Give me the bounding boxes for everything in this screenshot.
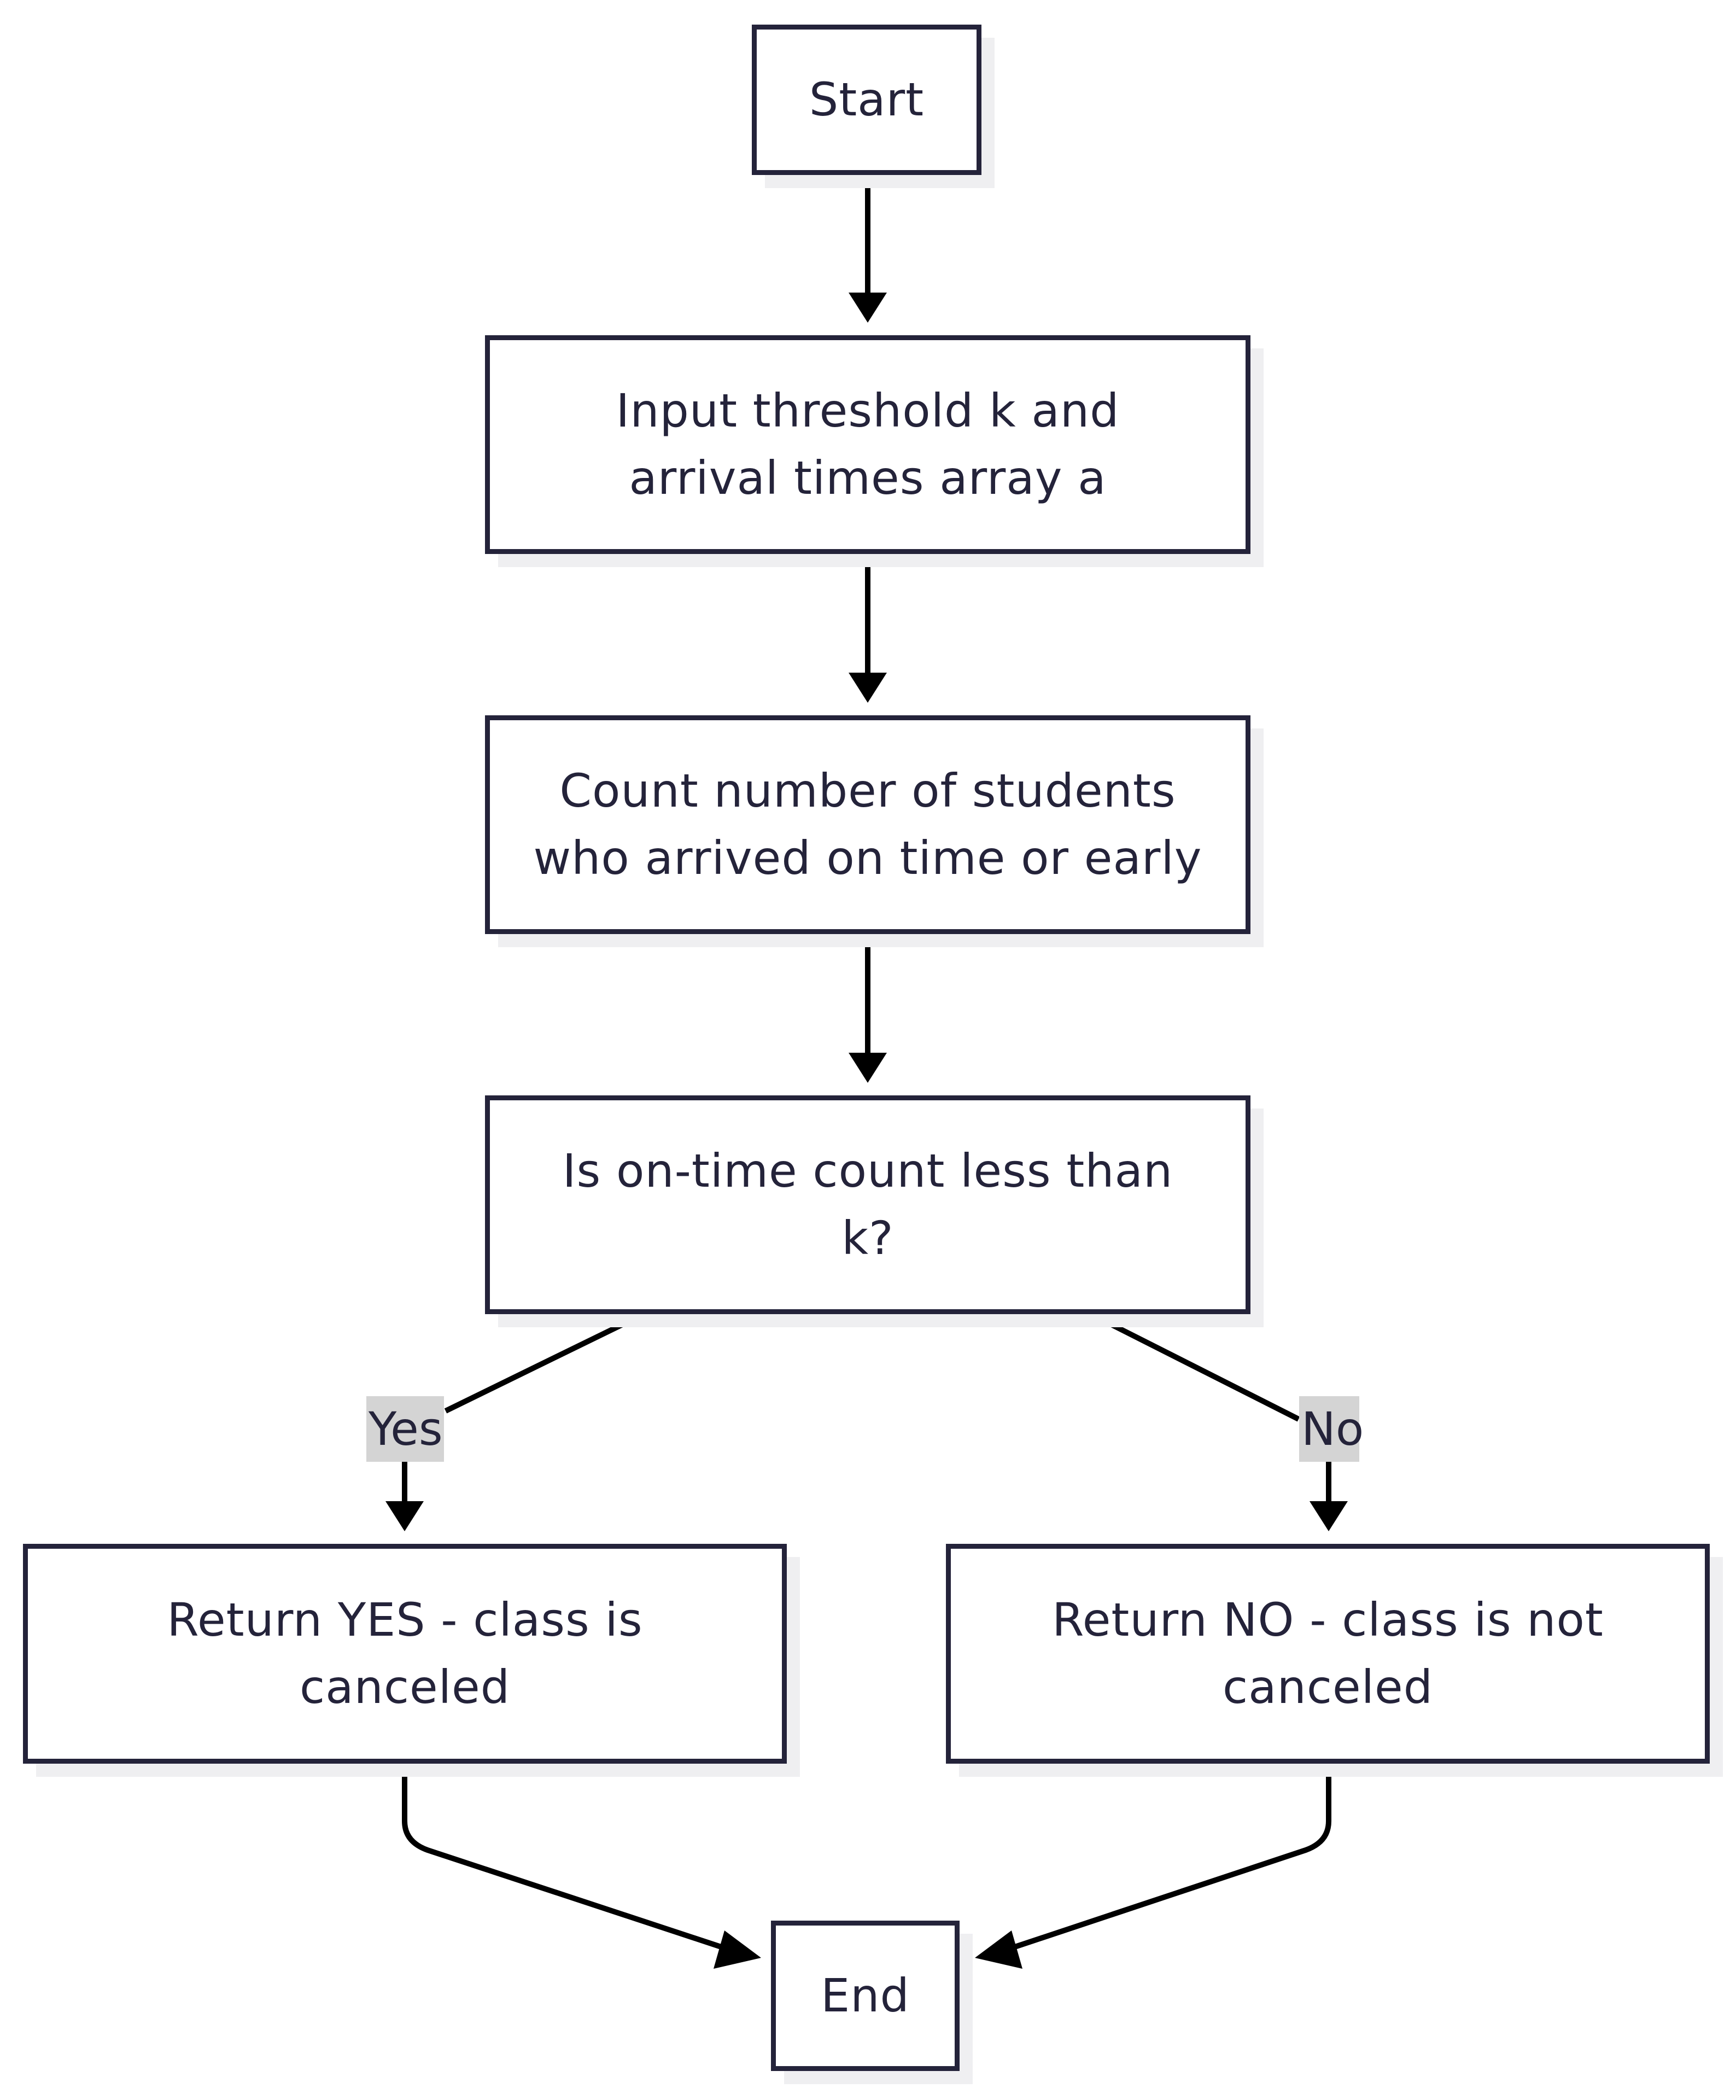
end-node: End [771, 1921, 960, 2071]
start-node: Start [752, 25, 981, 175]
input-node-label: Input threshold k and arrival times arra… [616, 384, 1120, 505]
input-node: Input threshold k and arrival times arra… [485, 335, 1250, 554]
edge-decision-to-no [1089, 1311, 1348, 1531]
edge-yes-to-end [402, 1764, 761, 1969]
no-result-node: Return NO - class is not canceled [946, 1544, 1710, 1764]
no-result-node-label: Return NO - class is not canceled [1052, 1593, 1604, 1714]
yes-result-node-label: Return YES - class is canceled [167, 1593, 643, 1714]
end-node-label: End [821, 1969, 910, 2022]
edge-input-to-count [849, 554, 887, 703]
decision-node-label: Is on-time count less than k? [562, 1144, 1173, 1265]
yes-result-node: Return YES - class is canceled [23, 1544, 787, 1764]
edge-no-to-end [975, 1764, 1331, 1969]
start-node-label: Start [809, 73, 925, 126]
yes-edge-label: Yes [366, 1396, 444, 1462]
decision-node: Is on-time count less than k? [485, 1095, 1250, 1314]
no-edge-label: No [1299, 1396, 1364, 1462]
count-node-label: Count number of students who arrived on … [533, 764, 1202, 885]
edge-start-to-input [849, 175, 887, 323]
edge-decision-to-yes [385, 1311, 645, 1531]
edge-count-to-decision [849, 934, 887, 1083]
count-node: Count number of students who arrived on … [485, 715, 1250, 934]
